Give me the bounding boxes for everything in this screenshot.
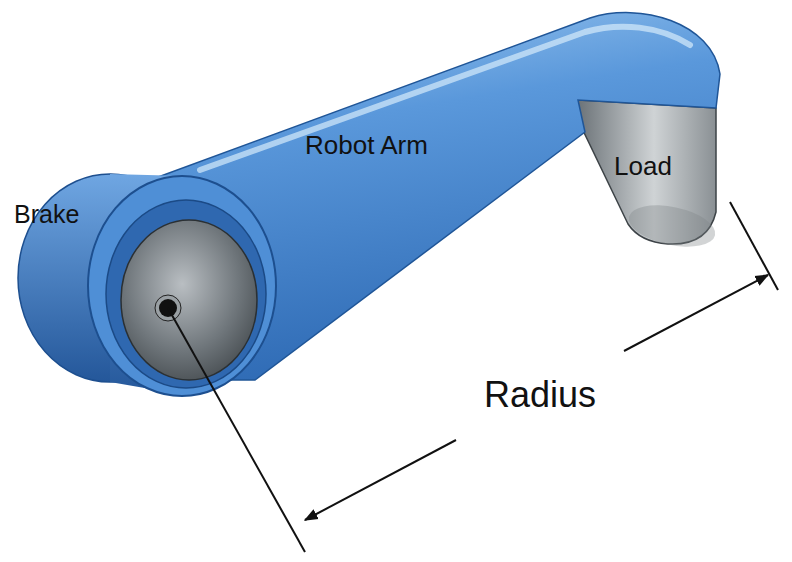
brake-ring — [106, 200, 266, 388]
extension-line — [730, 202, 778, 290]
brake-disc — [121, 220, 257, 380]
arm-highlight — [200, 27, 690, 170]
brake-front — [88, 176, 276, 396]
part-label: Brake — [14, 202, 79, 227]
extension-line — [168, 308, 305, 552]
load-end — [625, 198, 719, 253]
dimension-line — [624, 275, 768, 351]
dimension-line — [305, 440, 456, 520]
dimension-label: Radius — [484, 377, 596, 413]
part-label: Robot Arm — [305, 132, 428, 158]
part-label: Load — [614, 153, 672, 179]
